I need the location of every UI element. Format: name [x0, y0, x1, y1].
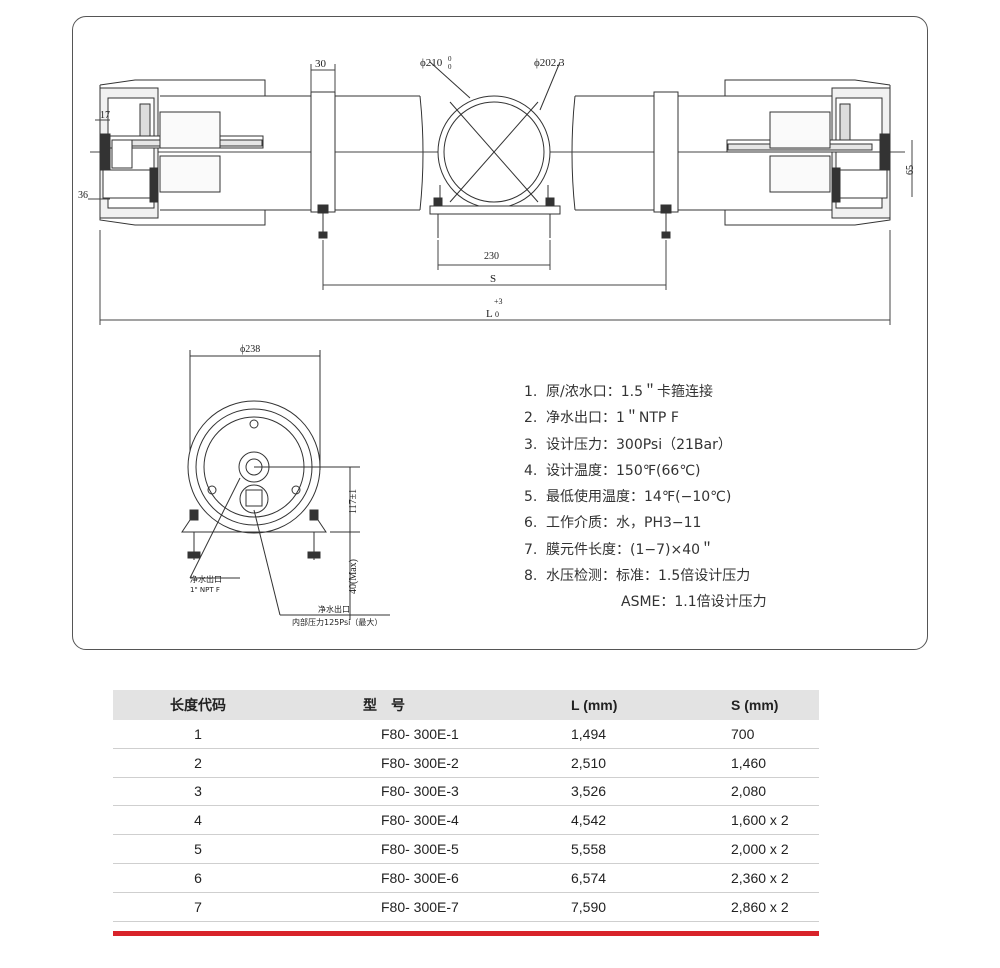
note-permeate-port: 净水出口 [190, 574, 222, 584]
drawing-frame [72, 16, 928, 650]
table-cell: F80- 300E-1 [283, 720, 571, 749]
table-header-row: 长度代码 型 号 L (mm) S (mm) [113, 690, 819, 720]
table-row: 5 F80- 300E-5 5,558 2,000 x 2 [113, 834, 819, 864]
table-cell: 2,080 [731, 777, 819, 807]
dim-210-tol-bottom: 0 [448, 63, 452, 71]
table-cell: F80- 300E-6 [283, 863, 571, 893]
dim-40-max: 40(Max) [348, 559, 359, 594]
dim-36: 36 [78, 190, 88, 201]
table-cell: 1,460 [731, 748, 819, 778]
table-cell: 6 [113, 863, 283, 893]
table-cell: 3,526 [571, 777, 731, 807]
spec-item: 5.最低使用温度：14℉(−10℃) [524, 489, 732, 506]
spec-item: 3.设计压力：300Psi（21Bar） [524, 436, 732, 453]
vessel-body-left [160, 95, 424, 211]
spec-item: 2.净水出口：1＂NTP F [524, 410, 679, 427]
note-permeate-port-spec: 1" NPT F [190, 586, 220, 594]
table-cell: 7,590 [571, 892, 731, 922]
dim-117: 117±1 [348, 489, 359, 514]
table-cell: F80- 300E-4 [283, 805, 571, 836]
section-view [429, 61, 561, 238]
table-cell: 1,494 [571, 720, 731, 749]
column-header: S (mm) [731, 690, 819, 720]
table-cell: 4 [113, 805, 283, 836]
spec-item: 1.原/浓水口：1.5＂卡箍连接 [524, 384, 713, 400]
saddle-right [653, 91, 679, 239]
spec-item: 4.设计温度：150℉(66℃) [524, 462, 701, 479]
saddle-left [310, 91, 336, 239]
vessel-body-right [571, 95, 850, 211]
dim-210-tol-top: 0 [448, 55, 452, 63]
note-permeate-outlet: 净水出口 [318, 604, 350, 614]
accent-rule [113, 931, 819, 936]
dimension-lines [88, 64, 913, 325]
table-cell: 3 [113, 777, 283, 807]
dim-l-tol-bottom: 0 [495, 310, 499, 319]
dim-s: S [490, 273, 496, 285]
table-row: 4 F80- 300E-4 4,542 1,600 x 2 [113, 805, 819, 836]
table-cell: 4,542 [571, 805, 731, 836]
spec-list: 1.原/浓水口：1.5＂卡箍连接 2.净水出口：1＂NTP F 3.设计压力：3… [524, 382, 767, 619]
spec-item: 7.膜元件长度：(1−7)×40＂ [524, 541, 715, 558]
spec-item-continuation: ASME：1.1倍设计压力 [621, 594, 767, 611]
end-view [181, 350, 390, 620]
dim-65: 65 [905, 165, 916, 175]
table-cell: 700 [731, 720, 819, 749]
spec-item: 6.工作介质：水，PH3−11 [524, 515, 702, 532]
table-cell: 2,860 x 2 [731, 892, 819, 922]
table-cell: 1 [113, 720, 283, 749]
column-header: 长度代码 [113, 690, 283, 720]
table-row: 3 F80- 300E-3 3,526 2,080 [113, 777, 819, 807]
table-cell: F80- 300E-7 [283, 892, 571, 922]
note-internal-pressure: 内部压力125Psi（最大） [292, 617, 382, 627]
table-cell: 5,558 [571, 834, 731, 864]
table-cell: F80- 300E-3 [283, 777, 571, 807]
table-row: 1 F80- 300E-1 1,494 700 [113, 720, 819, 749]
column-header: L (mm) [571, 690, 731, 720]
table-cell: 2,360 x 2 [731, 863, 819, 893]
dim-l-tol-top: +3 [494, 297, 503, 306]
dim-210: ϕ210 [420, 57, 443, 69]
model-table: 长度代码 型 号 L (mm) S (mm) 1 F80- 300E-1 1,4… [113, 690, 819, 922]
dim-17: 17 [100, 110, 110, 121]
table-row: 6 F80- 300E-6 6,574 2,360 x 2 [113, 863, 819, 893]
table-cell: 2,510 [571, 748, 731, 778]
table-cell: F80- 300E-5 [283, 834, 571, 864]
table-cell: 2,000 x 2 [731, 834, 819, 864]
dim-30: 30 [315, 58, 327, 70]
table-cell: 2 [113, 748, 283, 778]
technical-drawing: 30 ϕ210 0 0 ϕ202.3 17 36 65 230 S L +3 0… [78, 55, 916, 627]
dim-230: 230 [484, 251, 499, 262]
spec-item: 8.水压检测：标准：1.5倍设计压力 [524, 568, 751, 585]
dim-202-3: ϕ202.3 [534, 57, 565, 69]
dim-238: ϕ238 [240, 344, 260, 355]
table-cell: F80- 300E-2 [283, 748, 571, 778]
table-cell: 6,574 [571, 863, 731, 893]
dim-l: L [486, 308, 493, 320]
column-header: 型 号 [283, 690, 571, 720]
end-cap-left [99, 79, 266, 226]
table-cell: 1,600 x 2 [731, 805, 819, 836]
table-cell: 7 [113, 892, 283, 922]
table-row: 2 F80- 300E-2 2,510 1,460 [113, 748, 819, 778]
table-cell: 5 [113, 834, 283, 864]
end-cap-right [724, 79, 891, 226]
table-row: 7 F80- 300E-7 7,590 2,860 x 2 [113, 892, 819, 922]
